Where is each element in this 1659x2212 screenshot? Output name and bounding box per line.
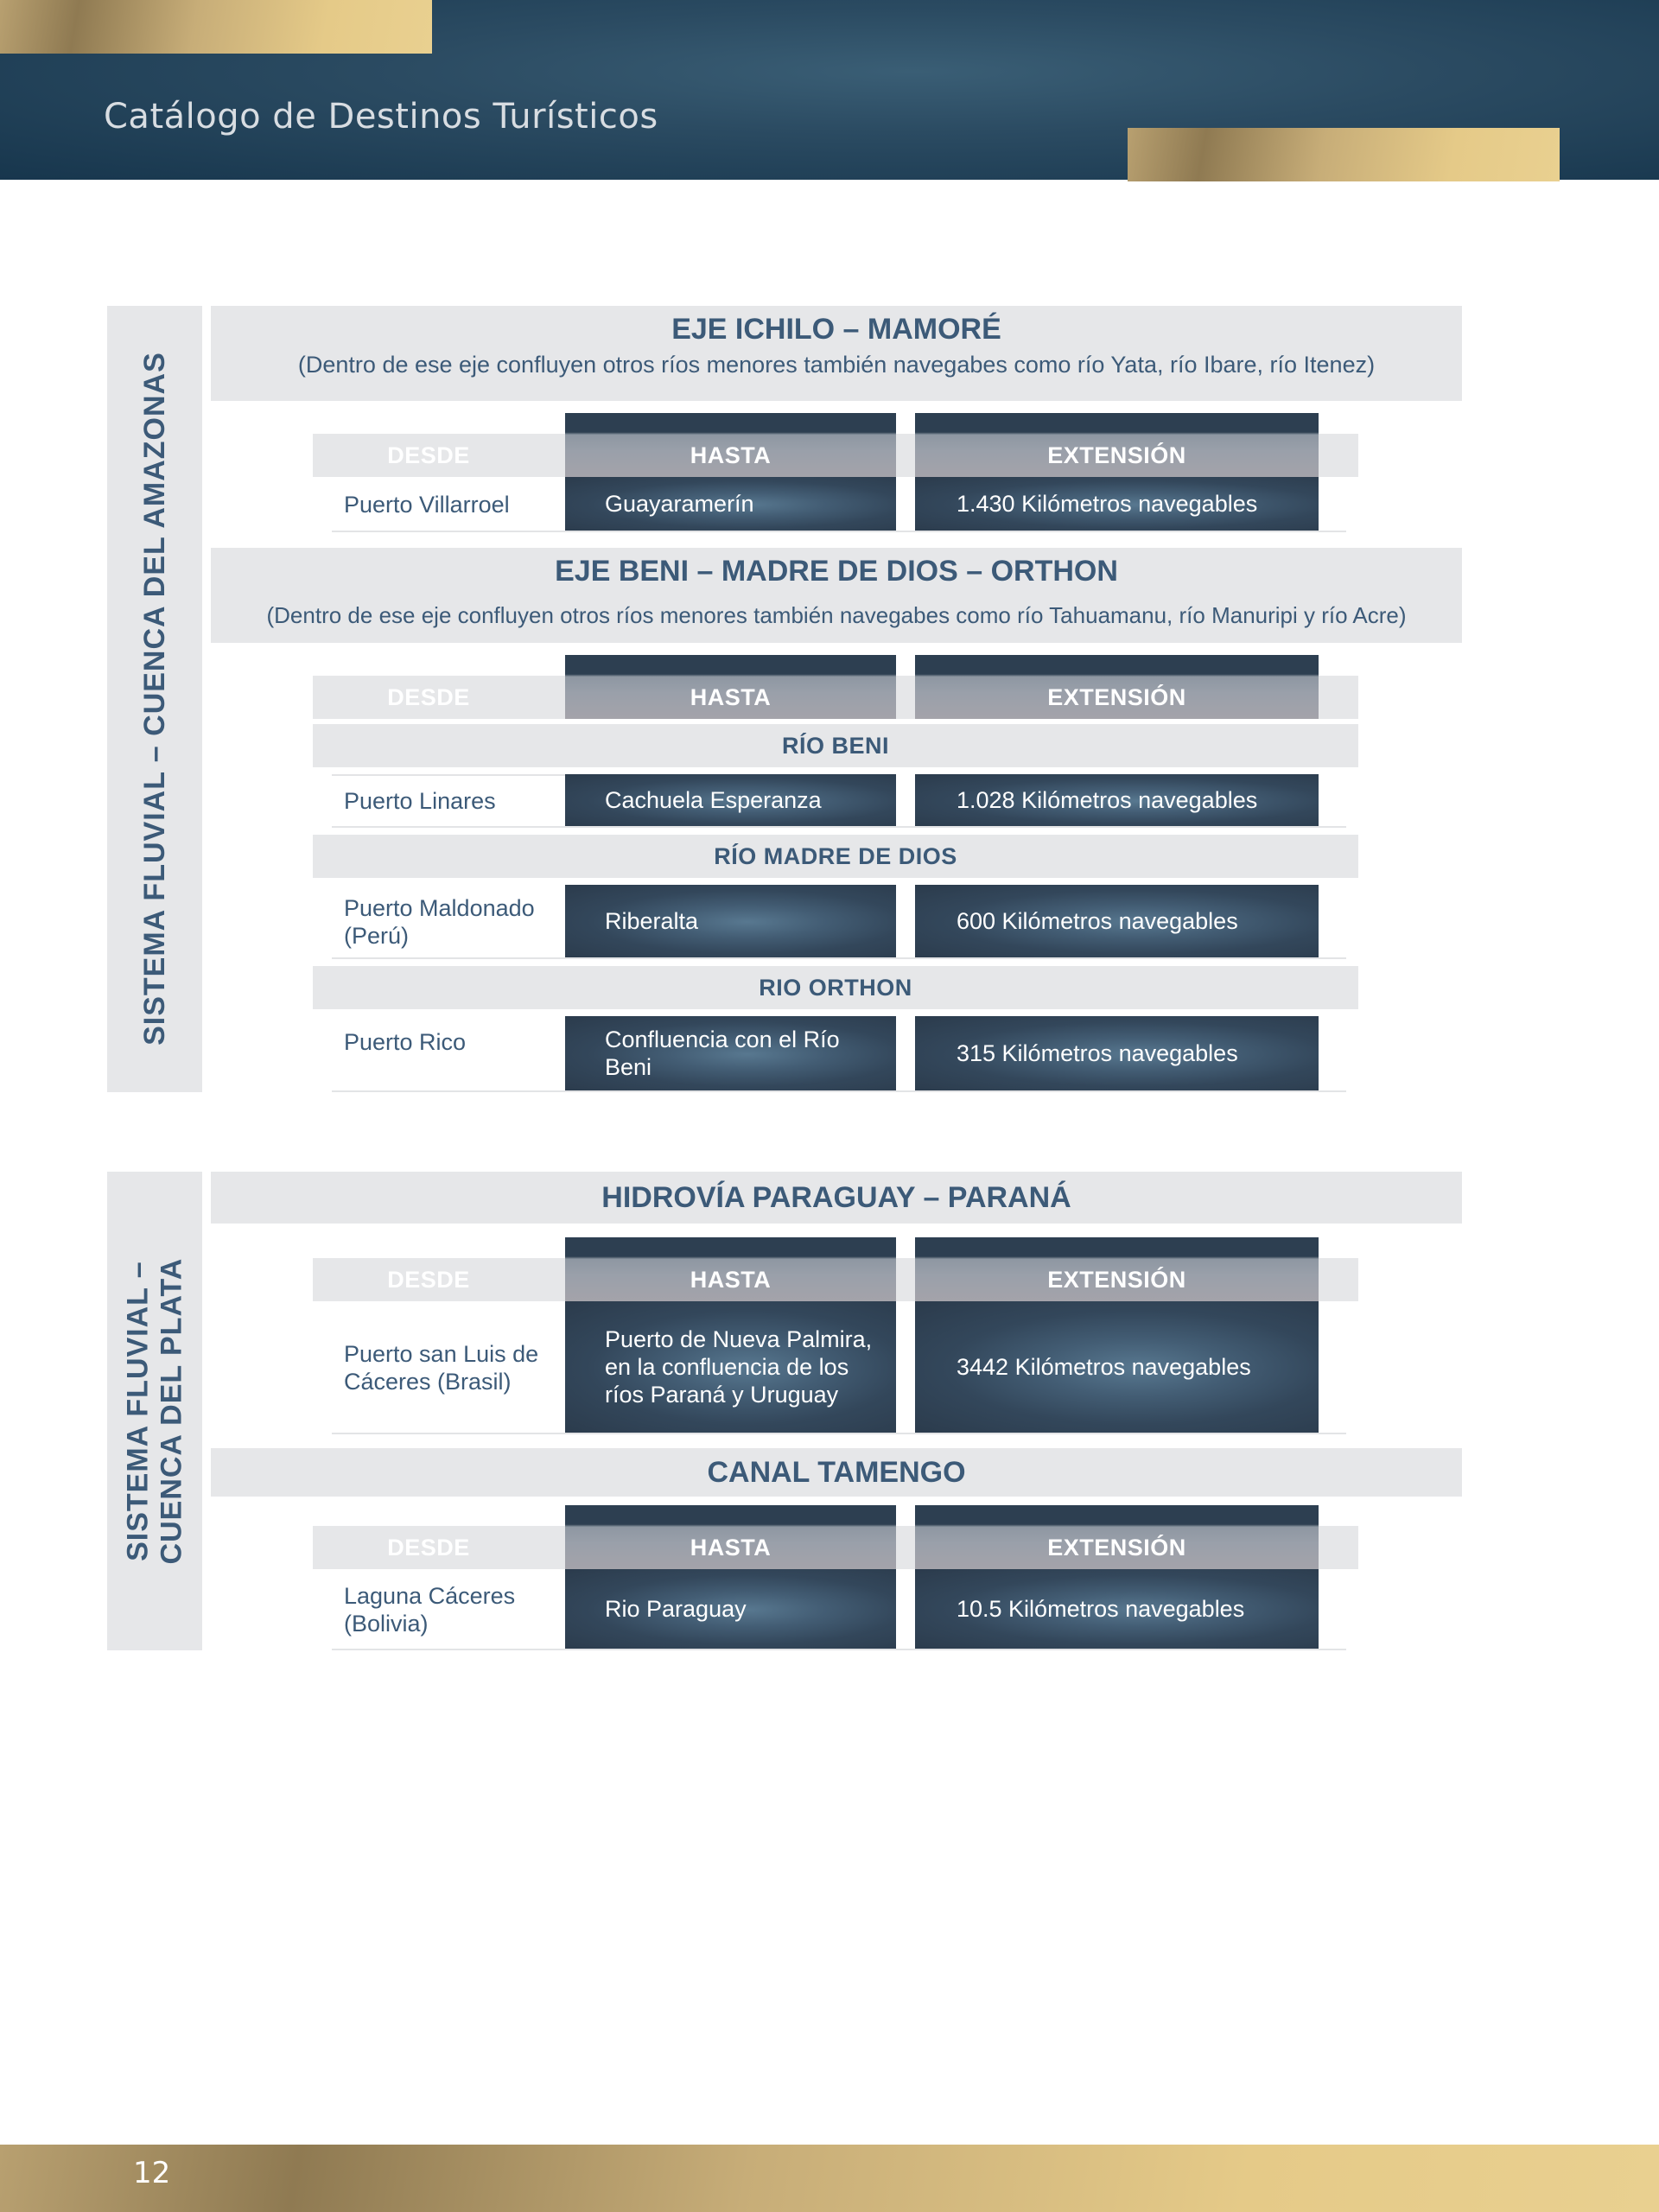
row-divider	[332, 774, 565, 776]
section-heading-canal-tamengo: CANAL TAMENGO	[211, 1448, 1462, 1497]
col-header-hasta-box: HASTA	[565, 1505, 896, 1569]
col-header-hasta-box: HASTA	[565, 1237, 896, 1301]
row-divider	[332, 531, 1346, 532]
row-divider	[332, 826, 1346, 828]
table-row: Puerto Maldonado (Perú) Riberalta 600 Ki…	[313, 885, 1358, 959]
col-header-hasta-box: HASTA	[565, 413, 896, 477]
section-title: EJE ICHILO – MAMORÉ	[671, 313, 1001, 346]
table-row: Laguna Cáceres (Bolivia) Rio Paraguay 10…	[313, 1569, 1358, 1650]
cell-extension: 10.5 Kilómetros navegables	[915, 1569, 1319, 1650]
section-title: EJE BENI – MADRE DE DIOS – ORTHON	[555, 555, 1118, 588]
cell-extension: 1.028 Kilómetros navegables	[915, 774, 1319, 828]
table-beni-madre-de-dios-orthon: DESDE HASTA EXTENSIÓN RÍO BENI Puerto Li…	[313, 655, 1358, 1092]
col-header-desde: DESDE	[387, 1534, 470, 1560]
side-label-plata: SISTEMA FLUVIAL – CUENCA DEL PLATA	[107, 1172, 202, 1650]
table-hidrovia: DESDE HASTA EXTENSIÓN Puerto san Luis de…	[313, 1237, 1358, 1436]
cell-hasta: Guayaramerín	[565, 477, 896, 532]
col-header-desde: DESDE	[387, 1266, 470, 1293]
section-heading-beni-madre-de-dios-orthon: EJE BENI – MADRE DE DIOS – ORTHON (Dentr…	[211, 548, 1462, 643]
side-label-text: SISTEMA FLUVIAL – CUENCA DEL PLATA	[120, 1257, 188, 1565]
gold-accent-bar	[1128, 128, 1560, 181]
col-header-desde: DESDE	[387, 442, 470, 468]
page-footer	[0, 2145, 1659, 2212]
cell-desde: Puerto Rico	[344, 1029, 467, 1055]
section-title: HIDROVÍA PARAGUAY – PARANÁ	[601, 1180, 1071, 1214]
river-subheading: RÍO MADRE DE DIOS	[313, 835, 1358, 878]
col-header-hasta: HASTA	[690, 1534, 772, 1560]
col-header-extension: EXTENSIÓN	[1047, 442, 1186, 468]
col-header-extension-box: EXTENSIÓN	[915, 413, 1319, 477]
col-header-extension-box: EXTENSIÓN	[915, 655, 1319, 719]
table-canal-tamengo: DESDE HASTA EXTENSIÓN Laguna Cáceres (Bo…	[313, 1505, 1358, 1652]
cell-hasta: Rio Paraguay	[565, 1569, 896, 1650]
col-header-hasta: HASTA	[690, 683, 772, 710]
cell-hasta: Confluencia con el Río Beni	[565, 1016, 896, 1092]
section-subtitle: (Dentro de ese eje confluyen otros ríos …	[297, 352, 1376, 378]
row-divider	[332, 1433, 1346, 1434]
cell-desde: Laguna Cáceres (Bolivia)	[344, 1582, 516, 1637]
col-header-desde: DESDE	[387, 683, 470, 710]
col-header-extension: EXTENSIÓN	[1047, 683, 1186, 710]
gold-accent-bar	[0, 0, 432, 54]
cell-desde: Puerto Villarroel	[344, 491, 510, 518]
section-subtitle: (Dentro de ese eje confluyen otros ríos …	[266, 602, 1407, 628]
cell-hasta: Puerto de Nueva Palmira, en la confluenc…	[565, 1301, 896, 1434]
col-header-extension: EXTENSIÓN	[1047, 1266, 1186, 1293]
table-row: Puerto Linares Cachuela Esperanza 1.028 …	[313, 774, 1358, 828]
row-divider	[332, 1649, 1346, 1650]
cell-desde: Puerto Maldonado (Perú)	[344, 894, 535, 949]
table-row: Puerto Rico Confluencia con el Río Beni …	[313, 1016, 1358, 1092]
side-label-amazonas: SISTEMA FLUVIAL – CUENCA DEL AMAZONAS	[107, 306, 202, 1092]
river-subheading: RÍO BENI	[313, 724, 1358, 767]
section-heading-ichilo-mamore: EJE ICHILO – MAMORÉ (Dentro de ese eje c…	[211, 306, 1462, 401]
cell-extension: 600 Kilómetros navegables	[915, 885, 1319, 959]
col-header-extension-box: EXTENSIÓN	[915, 1505, 1319, 1569]
col-header-hasta-box: HASTA	[565, 655, 896, 719]
cell-extension: 3442 Kilómetros navegables	[915, 1301, 1319, 1434]
page-header: Catálogo de Destinos Turísticos	[0, 0, 1659, 181]
col-header-hasta: HASTA	[690, 1266, 772, 1293]
section-title: CANAL TAMENGO	[707, 1455, 966, 1489]
cell-extension: 315 Kilómetros navegables	[915, 1016, 1319, 1092]
col-header-extension: EXTENSIÓN	[1047, 1534, 1186, 1560]
catalog-title: Catálogo de Destinos Turísticos	[104, 97, 658, 137]
river-subheading: RIO ORTHON	[313, 966, 1358, 1009]
row-divider	[332, 957, 1346, 959]
col-header-hasta: HASTA	[690, 442, 772, 468]
table-row: Puerto Villarroel Guayaramerín 1.430 Kil…	[313, 477, 1358, 532]
row-divider	[332, 1090, 1346, 1092]
cell-hasta: Cachuela Esperanza	[565, 774, 896, 828]
cell-desde: Puerto san Luis de Cáceres (Brasil)	[344, 1340, 539, 1395]
table-row: Puerto san Luis de Cáceres (Brasil) Puer…	[313, 1301, 1358, 1434]
table-ichilo-mamore: DESDE HASTA EXTENSIÓN Puerto Villarroel …	[313, 413, 1358, 534]
cell-extension: 1.430 Kilómetros navegables	[915, 477, 1319, 532]
cell-desde: Puerto Linares	[344, 787, 496, 814]
section-heading-hidrovia: HIDROVÍA PARAGUAY – PARANÁ	[211, 1172, 1462, 1224]
page-number: 12	[133, 2156, 171, 2190]
cell-hasta: Riberalta	[565, 885, 896, 959]
col-header-extension-box: EXTENSIÓN	[915, 1237, 1319, 1301]
